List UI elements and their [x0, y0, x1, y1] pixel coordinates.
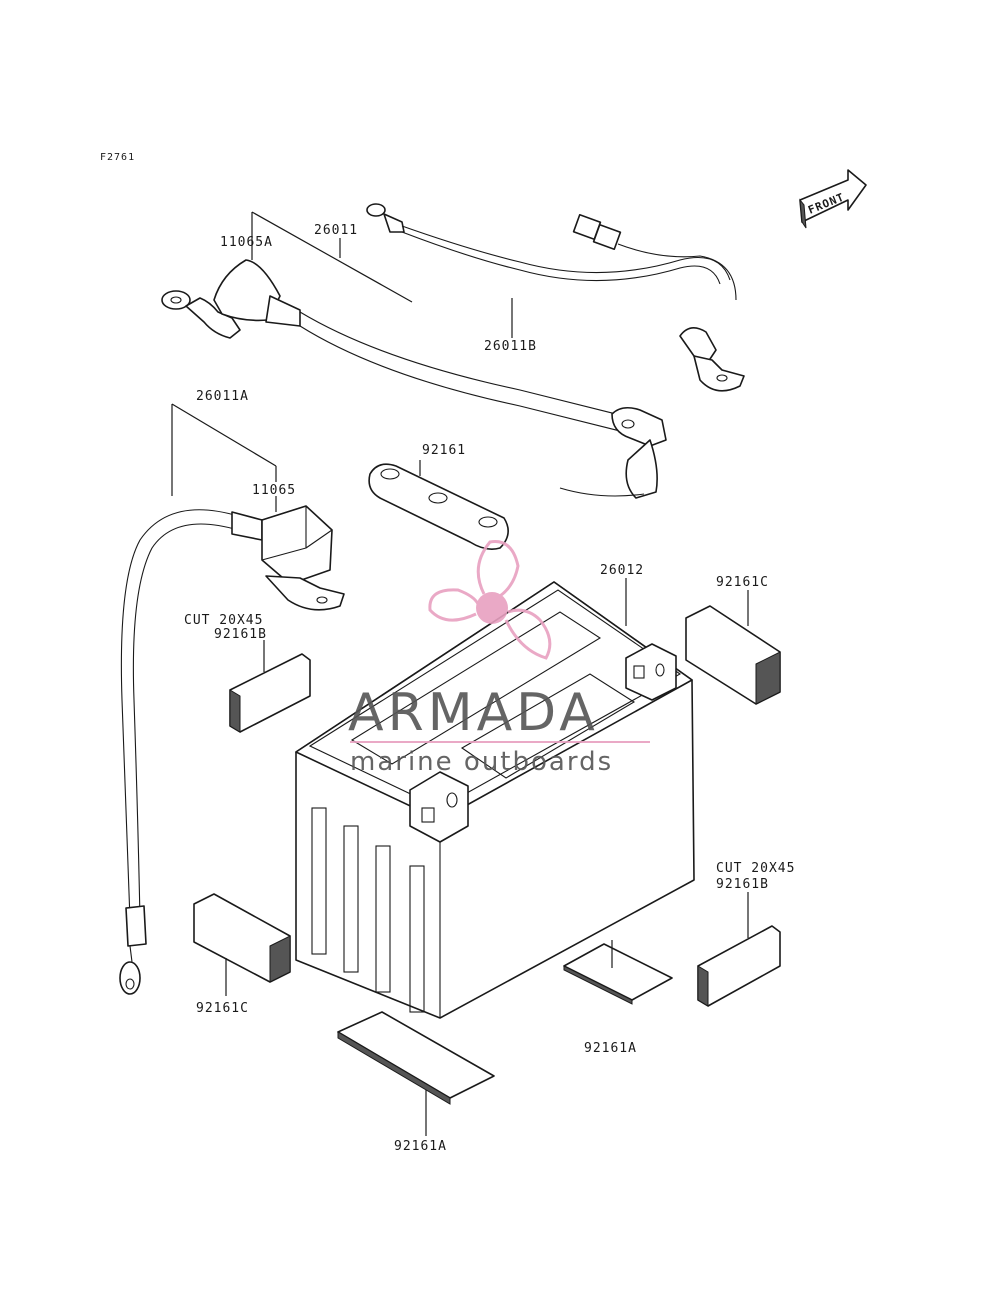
propeller-logo-icon	[428, 540, 552, 660]
battery-26012	[295, 581, 695, 1019]
label-92161B-left: 92161B	[214, 627, 267, 642]
label-92161A-bottom: 92161A	[394, 1139, 447, 1154]
pad-92161A-bottom	[337, 1011, 495, 1105]
label-92161C-right: 92161C	[716, 575, 769, 590]
pad-92161B-right	[697, 925, 781, 1007]
label-92161C-left: 92161C	[196, 1001, 249, 1016]
pad-92161B-left	[229, 653, 311, 733]
front-arrow-icon: FRONT	[799, 169, 867, 229]
cable-26011A	[119, 505, 345, 995]
battery-hold-down-92161	[368, 463, 509, 550]
label-26011: 26011	[314, 223, 358, 238]
label-26012: 26012	[600, 563, 644, 578]
pad-92161C-right	[685, 605, 781, 705]
label-26011A: 26011A	[196, 389, 249, 404]
leader-lines	[171, 211, 749, 1136]
label-92161A-right: 92161A	[584, 1041, 637, 1056]
pad-92161A-right	[563, 943, 673, 1005]
watermark-tagline: marine outboards	[350, 747, 613, 777]
label-92161B-right: 92161B	[716, 877, 769, 892]
cable-26011B	[366, 203, 745, 392]
figure-code: F2761	[100, 152, 135, 163]
label-92161: 92161	[422, 443, 466, 458]
label-cut-left: CUT 20X45	[184, 613, 263, 628]
label-11065: 11065	[252, 483, 296, 498]
label-cut-right: CUT 20X45	[716, 861, 795, 876]
battery-cable-26011	[161, 259, 667, 499]
armada-watermark: ARMADA marine outboards	[348, 540, 650, 777]
watermark-brand: ARMADA	[348, 683, 599, 743]
label-11065A: 11065A	[220, 235, 273, 250]
label-26011B: 26011B	[484, 339, 537, 354]
pad-92161C-left	[193, 893, 291, 983]
